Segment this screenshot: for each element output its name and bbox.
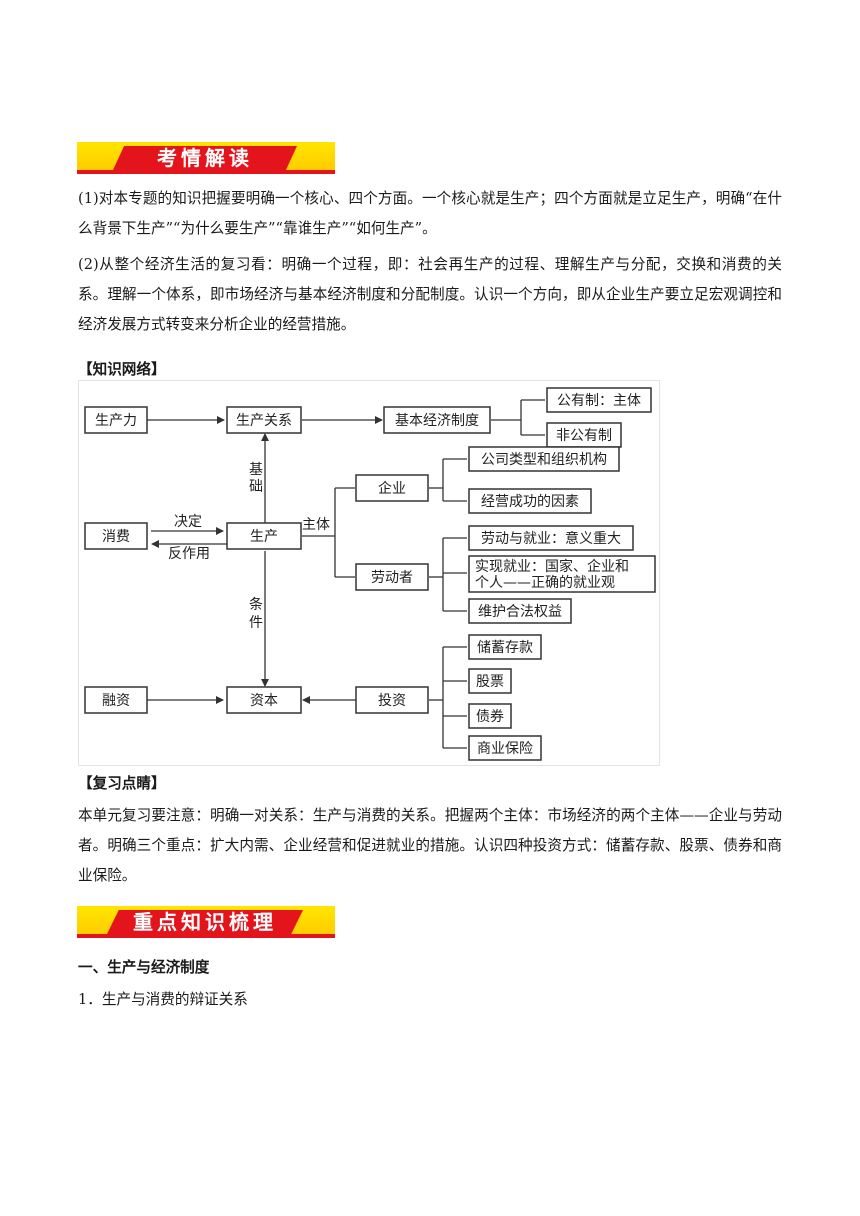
node-consumption: 消费 (84, 522, 148, 550)
node-enterprise: 企业 (355, 474, 429, 502)
exam-analysis-paragraph-2: (2)从整个经济生活的复习看：明确一个过程，即：社会再生产的过程、理解生产与分配… (78, 256, 782, 333)
node-basic-economic-system: 基本经济制度 (383, 406, 491, 434)
svg-text:企业: 企业 (378, 480, 406, 497)
svg-text:生产关系: 生产关系 (236, 413, 292, 429)
knowledge-network-svg: 基 础 决定 反作用 主体 条 件 (84, 387, 656, 761)
node-non-public-ownership: 非公有制 (546, 422, 622, 448)
edge-label-basis-2: 础 (249, 479, 263, 495)
node-public-ownership: 公有制：主体 (546, 387, 652, 413)
edge-label-condition-2: 件 (249, 615, 263, 631)
node-bonds: 债券 (468, 703, 512, 729)
svg-text:劳动者: 劳动者 (371, 570, 413, 586)
node-financing: 融资 (84, 686, 148, 714)
svg-text:生产力: 生产力 (95, 413, 137, 429)
node-capital: 资本 (226, 686, 302, 714)
section-subtitle: 1．生产与消费的辩证关系 (78, 991, 248, 1008)
svg-text:债券: 债券 (476, 709, 504, 725)
node-investment: 投资 (355, 686, 429, 714)
edge-label-condition-1: 条 (249, 596, 263, 613)
exam-analysis-banner: 考情解读 (77, 142, 335, 174)
node-labor-employment: 劳动与就业：意义重大 (468, 525, 634, 551)
exam-analysis-banner-title: 考情解读 (157, 146, 253, 170)
node-protect-rights: 维护合法权益 (468, 598, 572, 624)
node-stocks: 股票 (468, 668, 512, 694)
knowledge-network-heading: 【知识网络】 (78, 361, 166, 378)
review-focus-text: 本单元复习要注意：明确一对关系：生产与消费的关系。把握两个主体：市场经济的两个主… (78, 807, 782, 884)
edge-label-decides: 决定 (174, 514, 202, 530)
svg-text:融资: 融资 (102, 693, 130, 709)
svg-text:资本: 资本 (250, 693, 278, 709)
svg-text:个人——正确的就业观: 个人——正确的就业观 (475, 575, 615, 591)
section-title: 一、生产与经济制度 (78, 959, 210, 976)
svg-text:消费: 消费 (102, 529, 130, 545)
svg-text:实现就业：国家、企业和: 实现就业：国家、企业和 (475, 558, 629, 575)
edge-label-reacts: 反作用 (168, 546, 210, 562)
svg-text:生产: 生产 (250, 529, 278, 545)
node-realize-employment: 实现就业：国家、企业和 个人——正确的就业观 (468, 555, 656, 593)
node-relations-of-production: 生产关系 (226, 406, 302, 434)
svg-text:公司类型和组织机构: 公司类型和组织机构 (481, 452, 607, 468)
knowledge-network-diagram: 基 础 决定 反作用 主体 条 件 (78, 380, 660, 766)
edge-label-subject: 主体 (302, 517, 330, 533)
key-knowledge-banner-title: 重点知识梳理 (133, 910, 277, 934)
svg-text:非公有制: 非公有制 (556, 428, 612, 444)
svg-text:基本经济制度: 基本经济制度 (395, 412, 479, 429)
key-knowledge-banner: 重点知识梳理 (77, 906, 335, 938)
svg-text:商业保险: 商业保险 (477, 741, 533, 757)
review-focus-heading: 【复习点睛】 (78, 775, 166, 792)
node-savings: 储蓄存款 (468, 634, 542, 660)
exam-analysis-paragraph-1: (1)对本专题的知识把握要明确一个核心、四个方面。一个核心就是生产；四个方面就是… (78, 190, 782, 237)
node-productive-forces: 生产力 (84, 406, 148, 434)
node-laborers: 劳动者 (355, 563, 429, 591)
node-insurance: 商业保险 (468, 735, 542, 761)
svg-text:维护合法权益: 维护合法权益 (478, 604, 562, 620)
edge-label-basis-1: 基 (249, 461, 263, 478)
svg-text:股票: 股票 (476, 674, 504, 690)
node-company-types: 公司类型和组织机构 (468, 446, 620, 472)
svg-text:储蓄存款: 储蓄存款 (477, 640, 533, 656)
svg-text:经营成功的因素: 经营成功的因素 (481, 494, 579, 510)
svg-text:投资: 投资 (378, 693, 406, 709)
node-success-factors: 经营成功的因素 (468, 488, 592, 514)
svg-text:公有制：主体: 公有制：主体 (557, 393, 641, 409)
node-production: 生产 (226, 522, 302, 550)
svg-text:劳动与就业：意义重大: 劳动与就业：意义重大 (481, 530, 621, 547)
